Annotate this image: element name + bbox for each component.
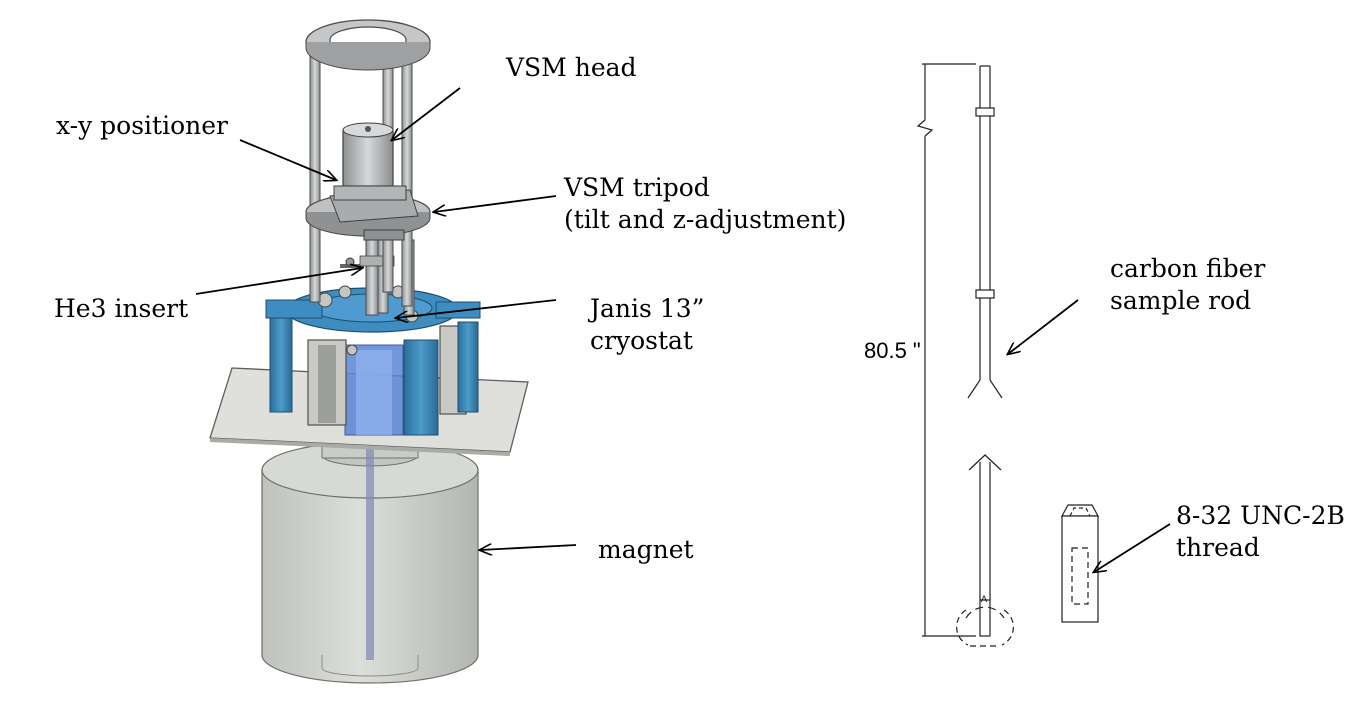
arrow-vsm-tripod (434, 195, 557, 212)
arrow-xy-positioner (239, 139, 336, 180)
label-he3-insert: He3 insert (54, 294, 189, 323)
magnet-body (261, 440, 479, 684)
arrow-vsm-head (392, 87, 461, 140)
label-janis: Janis 13” (590, 294, 705, 323)
label-sample-rod: sample rod (1110, 286, 1252, 315)
label-vsm-tripod-sub: (tilt and z-adjustment) (564, 205, 847, 234)
label-vsm-head: VSM head (506, 53, 637, 82)
tip-mark: A (981, 594, 987, 604)
sample-rod-drawing (916, 63, 1100, 647)
label-thread-spec: 8-32 UNC-2B (1176, 501, 1345, 530)
label-thread: thread (1176, 533, 1260, 562)
arrow-magnet (480, 545, 577, 550)
arrow-thread (1094, 523, 1171, 572)
label-xy-positioner: x-y positioner (56, 111, 228, 140)
label-vsm-tripod: VSM tripod (564, 173, 710, 202)
top-ring (305, 19, 431, 71)
arrow-he3-insert (195, 268, 362, 295)
rod-length-dimension: 80.5 " (864, 338, 921, 363)
arrow-carbon-rod (1008, 299, 1079, 354)
label-carbon-fiber: carbon fiber (1110, 254, 1266, 283)
callout-arrows (195, 87, 1171, 572)
label-magnet: magnet (598, 535, 694, 564)
label-cryostat: cryostat (590, 326, 693, 355)
arrow-janis (396, 299, 557, 318)
vsm-head (333, 122, 407, 201)
